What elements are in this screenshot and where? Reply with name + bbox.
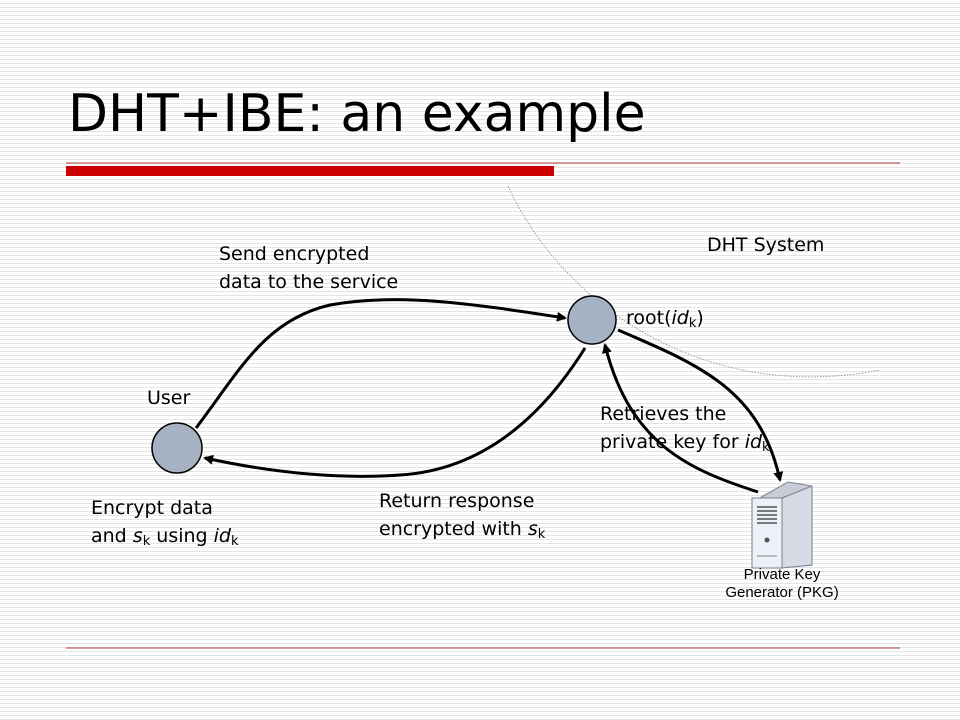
title-accent-bar bbox=[66, 166, 554, 176]
arrow-pkg-to-root bbox=[602, 343, 759, 494]
retrieve-line2-text: private key for bbox=[600, 431, 745, 453]
retrieve-id-sub: k bbox=[762, 440, 770, 455]
root-node bbox=[567, 295, 617, 345]
pkg-label-line1: Private Key bbox=[743, 566, 821, 583]
user-label: User bbox=[147, 387, 191, 409]
return-line1: Return response bbox=[379, 490, 535, 512]
pkg-label: Private Key Generator (PKG) bbox=[712, 566, 852, 602]
encrypt-line2: and sk using idk bbox=[91, 522, 239, 550]
encrypt-s: s bbox=[132, 525, 143, 547]
encrypt-and: and bbox=[91, 525, 133, 547]
send-label-line2: data to the service bbox=[219, 271, 399, 293]
return-response-label: Return response encrypted with sk bbox=[379, 487, 545, 543]
return-line2: encrypted with sk bbox=[379, 515, 545, 543]
encrypt-id-sub: k bbox=[230, 534, 239, 549]
encrypt-using: using bbox=[150, 525, 214, 547]
retrieve-line1: Retrieves the bbox=[600, 403, 727, 425]
encrypt-line1: Encrypt data bbox=[91, 497, 213, 519]
user-node bbox=[151, 422, 203, 474]
arrow-send-to-root bbox=[194, 298, 567, 429]
pkg-label-line2: Generator (PKG) bbox=[725, 584, 839, 601]
server-icon bbox=[751, 481, 813, 569]
encrypt-id: id bbox=[213, 525, 231, 547]
encrypt-s-sub: k bbox=[142, 534, 151, 549]
return-s: s bbox=[527, 518, 538, 540]
slide-title: DHT+IBE: an example bbox=[68, 84, 646, 144]
retrieve-line2: private key for idk bbox=[600, 428, 770, 456]
root-label-close: ) bbox=[696, 307, 704, 329]
root-label-sub: k bbox=[688, 316, 697, 331]
root-label-text: root( bbox=[626, 307, 672, 329]
arrow-return-to-user bbox=[203, 347, 587, 478]
root-label-var: id bbox=[671, 307, 689, 329]
dht-system-boundary bbox=[507, 185, 881, 378]
return-line2-text: encrypted with bbox=[379, 518, 528, 540]
arrow-root-to-pkg bbox=[617, 328, 784, 482]
dht-system-label: DHT System bbox=[707, 234, 825, 256]
send-encrypted-label: Send encrypted data to the service bbox=[219, 240, 398, 296]
send-label-line1: Send encrypted bbox=[219, 243, 370, 265]
root-label: root(idk) bbox=[626, 304, 704, 332]
return-s-sub: k bbox=[537, 527, 546, 542]
encrypt-data-label: Encrypt data and sk using idk bbox=[91, 494, 239, 550]
retrieve-id: id bbox=[744, 431, 763, 453]
retrieves-label: Retrieves the private key for idk bbox=[600, 400, 770, 456]
